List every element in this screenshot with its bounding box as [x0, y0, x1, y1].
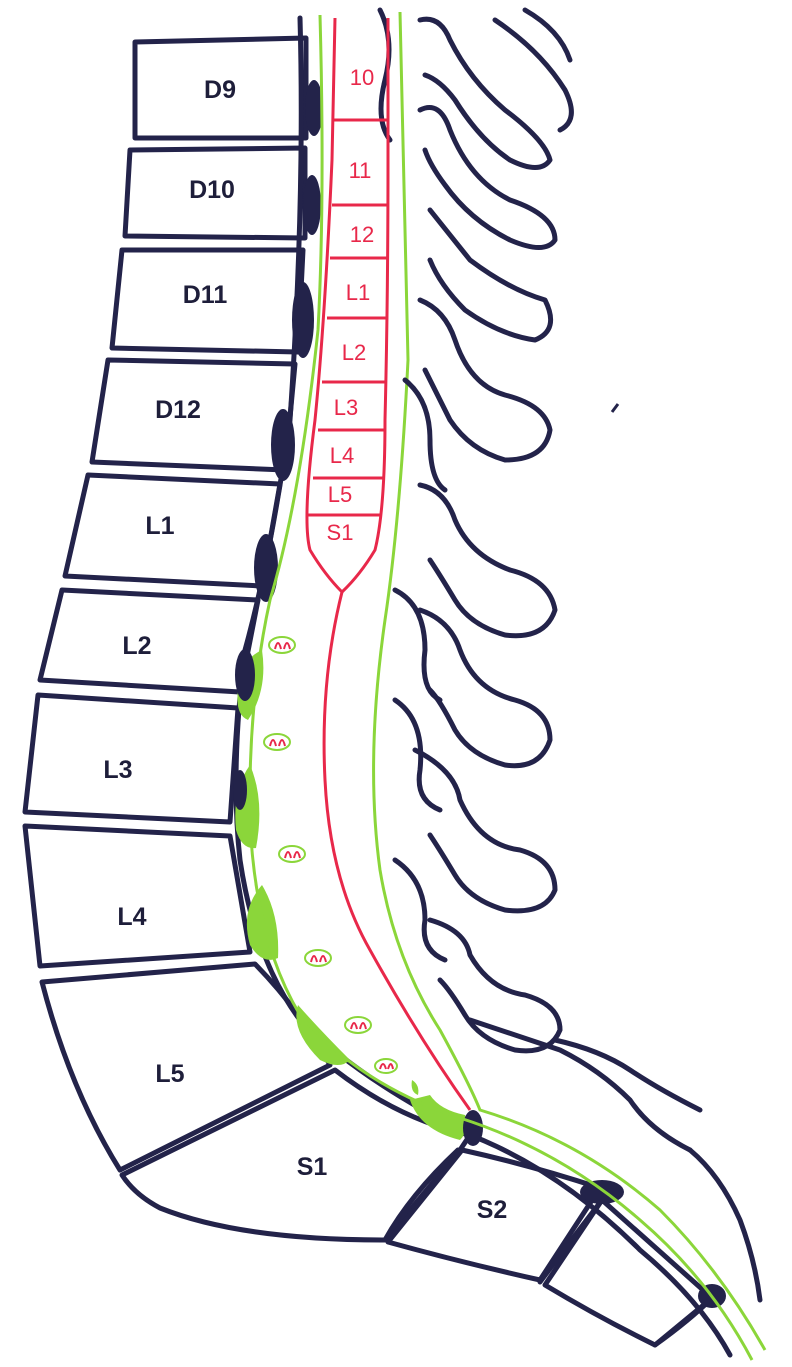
- cord-segment-label: L5: [328, 482, 352, 507]
- cord-segment-label: L2: [342, 340, 366, 365]
- vertebra-label: L5: [155, 1060, 184, 1088]
- nerve-root: [269, 637, 295, 653]
- cord-segment-label: L3: [334, 395, 358, 420]
- vertebra-label: D10: [189, 176, 235, 204]
- vertebra-label: D11: [183, 281, 228, 309]
- vertebral-body: [25, 826, 250, 966]
- nerve-root: [345, 1017, 371, 1033]
- vertebra-label: S2: [477, 1196, 508, 1224]
- stray-mark: [612, 404, 618, 412]
- vertebra-label: D12: [155, 396, 201, 424]
- cord-segment-label: L1: [346, 280, 370, 305]
- cord-segment-label: 11: [349, 158, 372, 183]
- cord-segment-label: 10: [350, 65, 374, 90]
- vertebra-label: S1: [297, 1153, 328, 1181]
- filum-terminale: [324, 592, 470, 1110]
- nerve-root: [279, 846, 305, 862]
- nerve-root: [264, 734, 290, 750]
- cord-segment-label: L4: [330, 443, 354, 468]
- vertebra-label: L1: [145, 512, 174, 540]
- vertebra-label: L2: [122, 632, 151, 660]
- vertebra-label: D9: [204, 76, 236, 104]
- vertebra-label: L4: [117, 903, 146, 931]
- nerve-root: [375, 1059, 397, 1073]
- vertebra-label: L3: [103, 756, 132, 784]
- cord-segment-label: S1: [327, 520, 354, 545]
- nerve-root: [305, 950, 331, 966]
- cord-segment-label: 12: [350, 222, 374, 247]
